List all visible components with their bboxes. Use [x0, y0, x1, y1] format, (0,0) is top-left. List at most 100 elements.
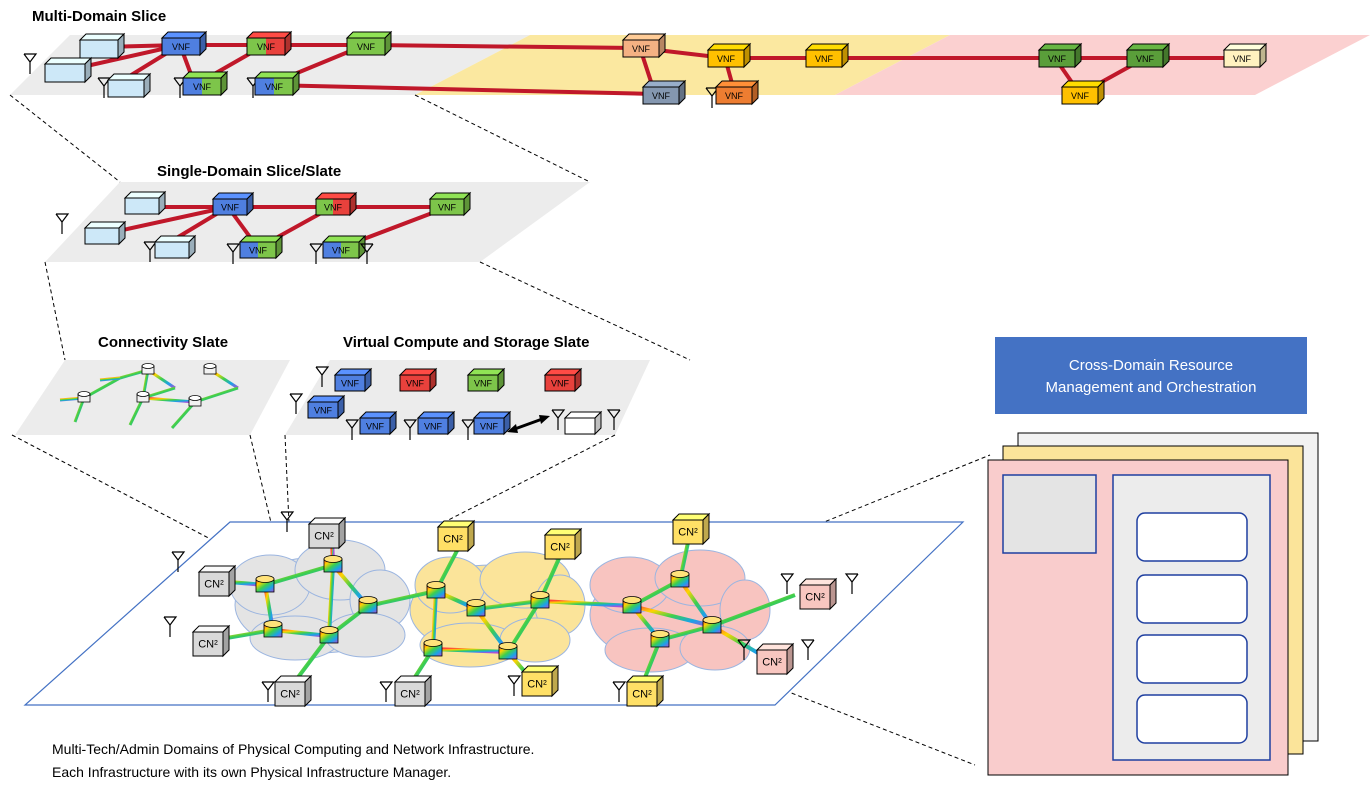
md-vnf-14-label: VNF [1071, 91, 1090, 101]
cn-pink-2-antenna-2 [800, 639, 815, 660]
cs-vnf-2: VNF [398, 367, 438, 393]
infra-link-11 [432, 647, 509, 654]
cn-yellow-4-antenna [507, 675, 522, 696]
cs-antenna-3 [345, 419, 360, 440]
manager-module-2 [1136, 574, 1248, 624]
cn-grey-1-label: CN² [314, 531, 334, 543]
cs-antenna-1 [315, 366, 330, 387]
md-vnf-10: VNF [714, 79, 760, 106]
md-vnf-2: VNF [245, 30, 293, 57]
cs-vnf-6-label: VNF [366, 422, 385, 432]
infrastructure-caption-line1: Multi-Tech/Admin Domains of Physical Com… [52, 741, 534, 757]
cn-grey-5: CN² [393, 674, 433, 708]
single-domain-slice-title: Single-Domain Slice/Slate [157, 163, 341, 180]
md-vnf-4: VNF [181, 70, 229, 97]
cn-grey-2-antenna [171, 551, 186, 572]
cs-vnf-8: VNF [472, 410, 512, 436]
md-vnf-9: VNF [641, 79, 687, 106]
cs-vnf-7: VNF [416, 410, 456, 436]
orchestration-panel: Cross-Domain Resource Management and Orc… [987, 337, 1319, 776]
router-d [263, 620, 283, 638]
cs-vnf-8-label: VNF [480, 422, 499, 432]
cs-antenna-2 [289, 393, 304, 414]
cn-yellow-3: CN² [671, 512, 711, 546]
cn-grey-4-label: CN² [280, 689, 300, 701]
sd-vnf-2-label: VNF [324, 203, 343, 213]
sd-vnf-4: VNF [238, 234, 284, 260]
infra-link-8 [475, 599, 541, 611]
connectivity-slate-title: Connectivity Slate [98, 334, 228, 351]
md-vnf-8-label: VNF [815, 54, 834, 64]
cloud-yellow [409, 551, 586, 668]
router-h [530, 591, 550, 609]
manager-small-panel [1002, 474, 1097, 554]
md-vnf-13: VNF [1222, 42, 1268, 69]
sd-vnf-5: VNF [321, 234, 367, 260]
md-antenna-1 [23, 53, 38, 74]
sd-node-1 [123, 190, 167, 216]
cn-pink-1-label: CN² [805, 592, 825, 604]
cn-yellow-2-label: CN² [550, 542, 570, 554]
router-e [319, 626, 339, 644]
orchestration-box [995, 337, 1307, 414]
cs-vnf-3: VNF [466, 367, 506, 393]
infra-link-15 [631, 604, 713, 628]
cs-vnf-4-label: VNF [551, 379, 570, 389]
conn-link-14 [99, 376, 121, 382]
single-domain-nodes: VNF VNF VNF VNF VNF [55, 190, 472, 264]
conn-router-1 [203, 363, 217, 375]
infra-link-0 [264, 563, 334, 587]
md-vnf-11: VNF [1037, 42, 1083, 69]
md-vnf-7-label: VNF [717, 54, 736, 64]
md-vnf-4-label: VNF [193, 82, 212, 92]
cs-node-empty [563, 410, 603, 436]
cn-grey-5-label: CN² [400, 689, 420, 701]
orchestration-title-line2: Management and Orchestration [1046, 379, 1257, 396]
infra-link-5 [367, 589, 437, 608]
cn-grey-3: CN² [191, 624, 231, 658]
conn-link-11 [194, 386, 239, 404]
conn-router-0 [141, 363, 155, 375]
router-k [622, 596, 642, 614]
cs-antenna-6 [551, 409, 566, 430]
cn-pink-1-antenna [780, 573, 795, 594]
sd-vnf-1: VNF [211, 191, 255, 217]
cn-yellow-1: CN² [436, 519, 476, 553]
sd-antenna-3 [226, 243, 241, 264]
cs-antenna-4 [403, 419, 418, 440]
cn-yellow-5: CN² [625, 674, 665, 708]
router-b [323, 555, 343, 573]
conn-link-7 [128, 397, 145, 426]
manager-module-4 [1136, 694, 1248, 744]
cs-vnf-6: VNF [358, 410, 398, 436]
sd-vnf-1-label: VNF [221, 203, 240, 213]
cn-yellow-2: CN² [543, 527, 583, 561]
cs-vnf-1-label: VNF [341, 379, 360, 389]
connectivity-graph [59, 363, 239, 429]
router-i [423, 639, 443, 657]
md-node-1 [78, 32, 126, 60]
cs-vnf-2-label: VNF [406, 379, 425, 389]
infrastructure-caption-line2: Each Infrastructure with its own Physica… [52, 764, 451, 780]
sd-vnf-3-label: VNF [438, 203, 457, 213]
md-vnf-10-label: VNF [725, 91, 744, 101]
cn-grey-2: CN² [197, 564, 237, 598]
infra-link-12 [539, 599, 633, 608]
md-antenna-2 [97, 77, 112, 98]
md-vnf-5: VNF [253, 70, 301, 97]
cn-yellow-1-label: CN² [443, 534, 463, 546]
cn-yellow-5-label: CN² [632, 689, 652, 701]
md-vnf-6-label: VNF [632, 44, 651, 54]
cn-yellow-4-label: CN² [527, 679, 547, 691]
router-m [702, 616, 722, 634]
md-vnf-11-label: VNF [1048, 54, 1067, 64]
infra-access-link-10 [711, 593, 796, 628]
cn-grey-2-label: CN² [204, 579, 224, 591]
conn-router-4 [188, 395, 202, 407]
sd-vnf-3: VNF [428, 191, 472, 217]
